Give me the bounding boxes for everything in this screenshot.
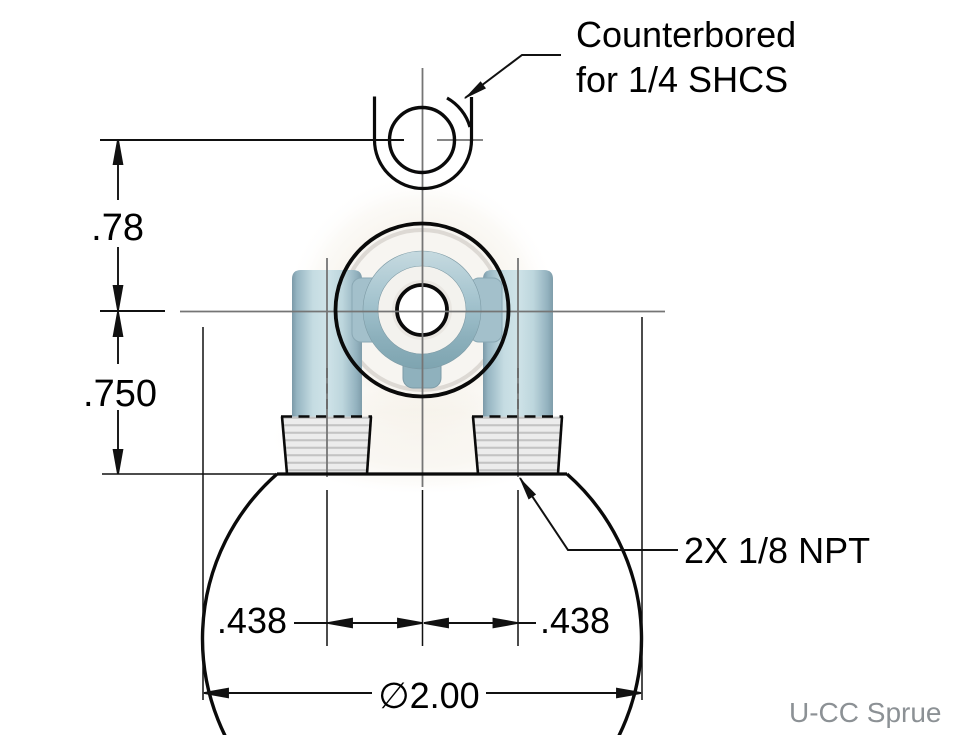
leader-npt-arrow	[519, 477, 537, 500]
leader-counterbore	[464, 54, 561, 99]
arrow-750-top	[112, 311, 124, 337]
arrow-78-bottom	[112, 285, 124, 311]
leader-counterbore-arrow	[464, 81, 486, 99]
centerlines	[180, 68, 665, 487]
blue-ring	[362, 250, 482, 370]
note-counterbore-line1: Counterbored	[576, 14, 796, 55]
arrow-438L-right	[397, 617, 423, 629]
arrow-750-bottom	[112, 449, 124, 475]
center-bore-circle	[333, 221, 511, 399]
note-npt: 2X 1/8 NPT	[684, 530, 870, 571]
arrow-438R-right	[492, 617, 518, 629]
counterbore-arc	[372, 139, 474, 191]
leaders	[464, 54, 678, 551]
dim-text-center-to-base: .750	[83, 373, 157, 415]
note-counterbore-line2: for 1/4 SHCS	[576, 59, 788, 100]
arrow-diameter-right	[616, 687, 642, 699]
dim-text-counterbore-to-center: .78	[91, 207, 144, 249]
leader-npt	[519, 477, 678, 551]
arrow-78-top	[112, 139, 124, 165]
dimension-lines	[112, 139, 642, 699]
counterbore-arc-upper	[446, 96, 472, 128]
dim-text-right-port-offset: .438	[540, 600, 610, 641]
extension-lines	[100, 139, 643, 700]
arrow-438R-left	[423, 617, 449, 629]
arrow-diameter-left	[203, 687, 229, 699]
arrow-438L-left	[327, 617, 353, 629]
watermark: U-CC Sprue	[789, 697, 941, 728]
dim-text-outer-diameter: ∅2.00	[378, 675, 479, 716]
dim-text-left-port-offset: .438	[217, 600, 287, 641]
